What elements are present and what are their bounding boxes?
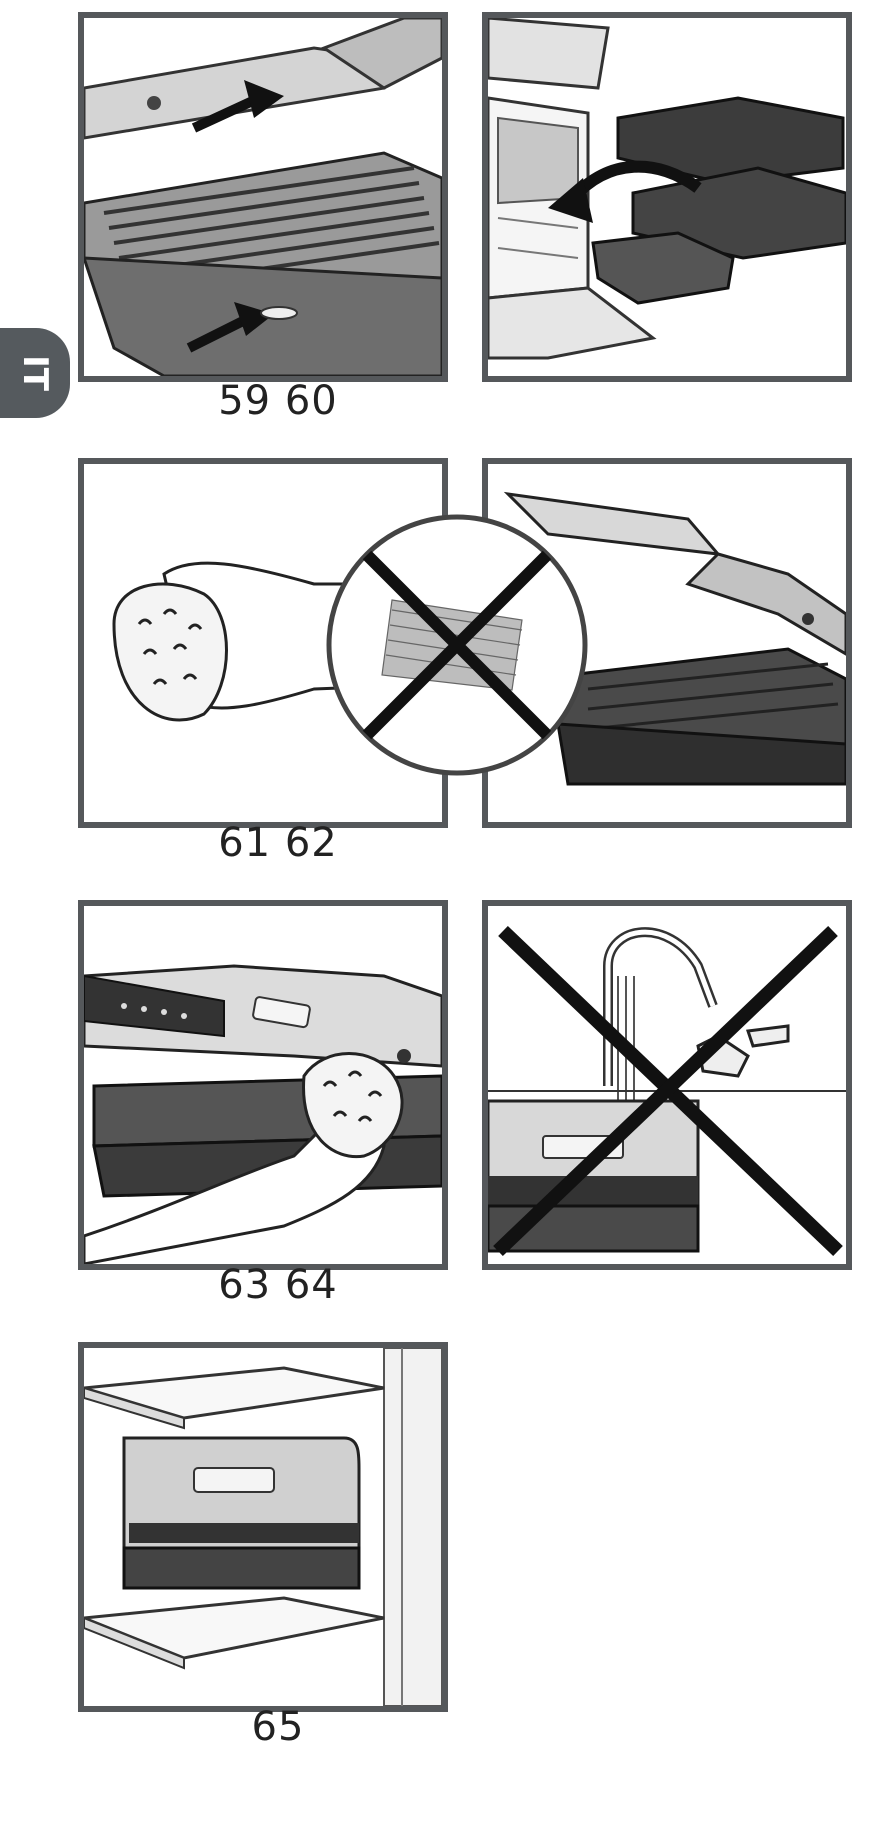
figure-60-illustration (488, 18, 846, 360)
caption-63-64: 63 64 (218, 1262, 338, 1308)
caption-65: 65 (251, 1704, 305, 1750)
caption-59-60: 59 60 (218, 378, 338, 424)
figure-64-illustration (488, 925, 846, 1257)
figure-59 (78, 12, 448, 382)
figure-64 (482, 900, 852, 1270)
figure-65-illustration (84, 1348, 442, 1706)
language-tab: IT (0, 328, 70, 418)
figure-60 (482, 12, 852, 382)
figure-65 (78, 1342, 448, 1712)
figure-62-illustration (503, 491, 846, 786)
figure-63-illustration (84, 964, 442, 1264)
caption-61-62: 61 62 (218, 820, 338, 866)
figure-59-illustration (84, 18, 442, 376)
no-abrasive-sponge-icon (326, 514, 588, 776)
language-tab-label: IT (15, 355, 55, 391)
figure-63 (78, 900, 448, 1270)
